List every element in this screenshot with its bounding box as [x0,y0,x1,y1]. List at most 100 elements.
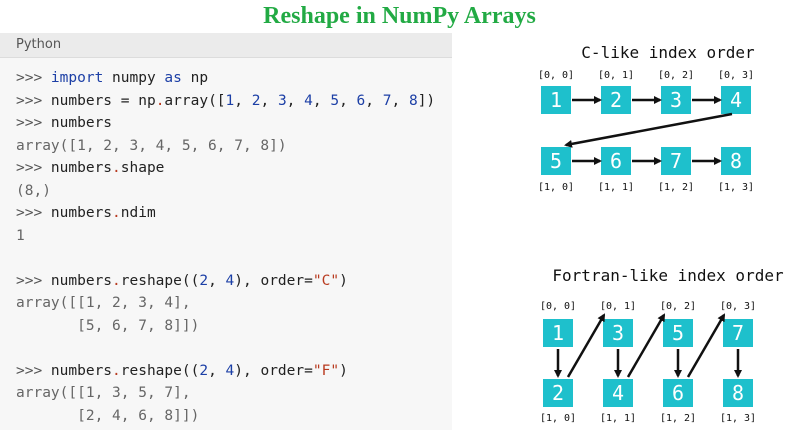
code-token: , [208,272,226,289]
code-panel: Python >>> import numpy as np>>> numbers… [0,33,452,430]
code-output-line: array([1, 2, 3, 4, 5, 6, 7, 8]) [16,135,435,158]
code-language-label: Python [0,33,452,58]
array-cell-box [721,86,751,114]
code-token: array([[1, 2, 3, 4], [16,295,191,311]
code-token: numbers = np [50,92,156,109]
order-arrow [626,313,666,378]
code-token: , [286,92,305,109]
code-token: , [312,92,331,109]
f-order-heading: Fortran-like index order [552,266,784,285]
index-label: [1, 1] [598,182,634,193]
code-token: >>> [16,160,51,176]
array-cell-value: 6 [672,381,684,405]
array-cell-value: 2 [552,381,564,405]
index-label: [1, 0] [538,182,574,193]
code-input-line: >>> numbers.shape [16,157,435,180]
code-token: 2 [251,92,261,109]
code-blank-line [16,337,435,360]
code-token: >>> [16,115,51,131]
code-token: >>> [16,272,51,289]
code-token: >>> [16,70,51,86]
index-label: [0, 2] [660,301,696,312]
code-token: (8,) [16,182,51,199]
code-token: array([[1, 3, 5, 7], [16,385,191,401]
code-token: ), order= [234,362,313,379]
code-token: [2, 4, 6, 8]]) [16,407,200,424]
array-cell-value: 1 [550,88,562,112]
code-token: 2 [199,362,209,379]
code-token: 6 [356,92,366,109]
code-input-line: >>> numbers.reshape((2, 4), order="F") [16,360,435,383]
code-token: array([1, 2, 3, 4, 5, 6, 7, 8]) [16,137,287,154]
code-token [16,250,25,266]
index-label: [1, 0] [540,413,576,424]
code-token: 3 [277,92,287,109]
code-token: , [365,92,383,109]
array-cell-value: 8 [732,381,744,405]
array-cell-value: 7 [732,321,744,345]
index-label: [1, 2] [660,413,696,424]
code-token: . [112,160,121,176]
code-token: numbers [50,362,113,379]
code-token: import [50,70,104,86]
code-token: 8 [408,92,418,109]
code-token: >>> [16,362,51,379]
code-token: numbers [50,272,113,289]
array-cell-box [543,319,573,347]
code-token: as [164,70,182,86]
code-input-line: >>> numbers.ndim [16,202,435,225]
code-token: numpy [103,70,165,86]
code-token: 7 [382,92,392,109]
code-token: 1 [16,227,25,244]
array-cell-value: 5 [672,321,684,345]
array-cell-box [543,379,573,407]
order-arrow [686,313,726,378]
array-cell-value: 5 [550,149,562,173]
code-token: , [234,92,252,109]
code-token: np [181,70,209,86]
index-label: [0, 2] [658,70,694,81]
code-token: 4 [304,92,313,109]
code-token: ndim [120,205,156,221]
code-token: >>> [16,205,51,221]
array-cell-value: 3 [612,321,624,345]
code-blank-line [16,247,435,270]
c-order-heading: C-like index order [581,43,755,62]
order-arrow [564,112,733,148]
code-token: ]) [417,92,436,109]
code-token: 2 [199,272,209,289]
index-label: [0, 0] [538,70,574,81]
code-token: numbers [50,115,113,131]
array-cell-value: 6 [610,149,622,173]
index-label: [0, 1] [600,301,636,312]
array-cell-box [663,379,693,407]
array-cell-box [601,86,631,114]
array-cell-value: 7 [670,149,682,173]
code-token: "C" [312,272,340,289]
code-token: ), order= [234,272,313,289]
reshape-diagram-svg: C-like index order [0, 0] [0, 1] [0, 2] [0, … [538,43,784,424]
array-cell-box [723,319,753,347]
code-token: 4 [225,272,235,289]
array-cell-value: 8 [730,149,742,173]
array-cell-box [661,86,691,114]
code-output-line: array([[1, 3, 5, 7], [16,382,435,405]
code-token: . [155,92,165,109]
code-token: . [112,272,121,289]
code-token: ) [339,272,348,289]
index-label: [0, 3] [718,70,754,81]
code-input-line: >>> numbers.reshape((2, 4), order="C") [16,270,435,293]
code-output-line: [2, 4, 6, 8]]) [16,405,435,428]
code-token [16,340,25,356]
array-cell-box [603,319,633,347]
array-cell-value: 4 [612,381,624,405]
order-arrow [566,313,606,378]
array-cell-box [601,147,631,175]
array-cell-value: 4 [730,88,742,112]
array-cell-value: 1 [552,321,564,345]
index-label: [1, 3] [718,182,754,193]
code-input-line: >>> import numpy as np [16,67,435,90]
index-label: [0, 0] [540,301,576,312]
index-label: [1, 2] [658,182,694,193]
index-label: [1, 1] [600,413,636,424]
